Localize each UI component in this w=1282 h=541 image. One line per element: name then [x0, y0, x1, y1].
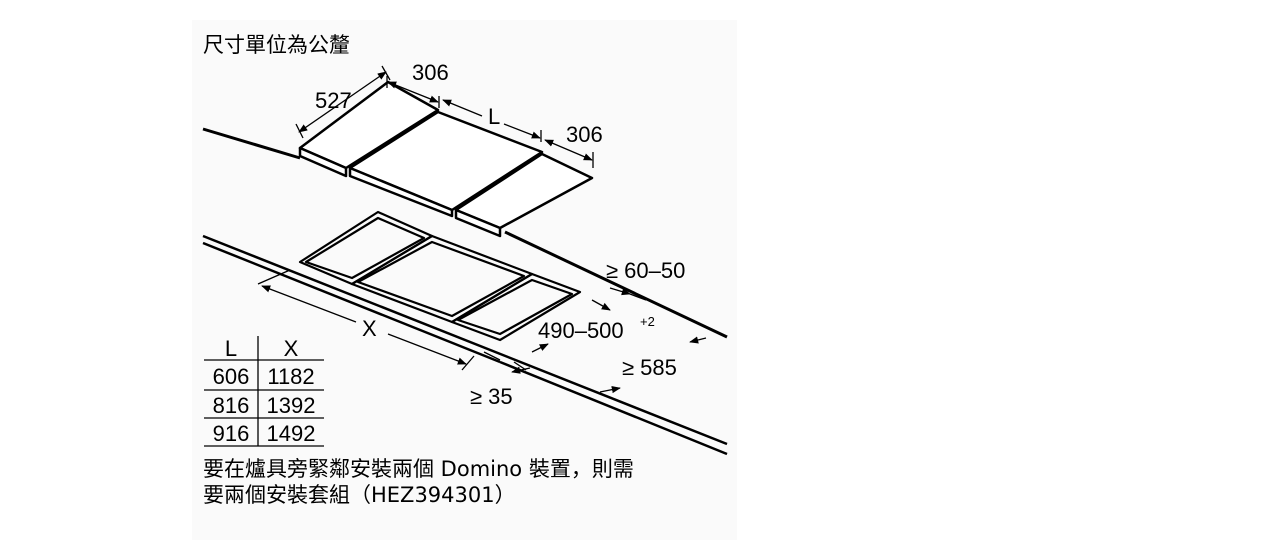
cutout-right-inner: [456, 278, 574, 336]
dim-worktop-depth: [599, 336, 707, 394]
appliance-middle-front: [348, 166, 454, 218]
dim-width-right: [544, 139, 594, 168]
dim-cutout-depth-sup: +2: [640, 314, 655, 329]
installation-note-line2: 要兩個安裝套組（HEZ394301）: [203, 483, 516, 507]
table-cell: 1392: [267, 393, 316, 418]
appliance-left-front: [298, 146, 348, 178]
diagram-title: 尺寸單位為公釐: [203, 33, 350, 57]
dim-width-left: [386, 76, 440, 108]
table-cell: 1182: [267, 364, 314, 389]
dim-length-label: L: [488, 104, 500, 129]
appliance-right-front: [454, 208, 502, 238]
dim-depth-label: 527: [315, 88, 352, 113]
dim-cutout-length: [257, 269, 475, 371]
table-cell: 606: [213, 364, 250, 389]
cutout-left-inner: [304, 216, 426, 280]
table-cell: 916: [213, 421, 250, 446]
table-header-l: L: [225, 336, 237, 361]
installation-note-line1: 要在爐具旁緊鄰安裝兩個 Domino 裝置，則需: [203, 457, 634, 481]
dim-gap-back: [609, 287, 647, 301]
dim-cutout-depth: [531, 299, 611, 353]
worktop-bottom: [202, 234, 728, 456]
table-cell: 816: [213, 393, 250, 418]
table-header-x: X: [284, 336, 299, 361]
dim-width-left-label: 306: [412, 60, 449, 85]
dim-depth: [295, 65, 391, 139]
dim-gap-back-label: ≥ 60–50: [606, 258, 685, 283]
dim-worktop-depth-label: ≥ 585: [622, 355, 677, 380]
dimension-table: L X 606 1182 816 1392 916 1492: [204, 336, 324, 447]
dim-cutout-depth-label: 490–500: [538, 318, 624, 343]
cutout-middle-inner: [356, 240, 526, 318]
cutout-frames: [298, 210, 582, 342]
dim-width-right-label: 306: [566, 122, 603, 147]
cutout-right-outer: [450, 272, 582, 342]
dim-gap-front-label: ≥ 35: [470, 384, 513, 409]
worktop-top: [202, 127, 728, 339]
dim-cutout-length-label: X: [362, 316, 377, 341]
diagram-background: [192, 20, 737, 540]
dim-gap-front: [483, 351, 531, 374]
dim-length: [442, 99, 542, 142]
table-cell: 1492: [267, 421, 316, 446]
